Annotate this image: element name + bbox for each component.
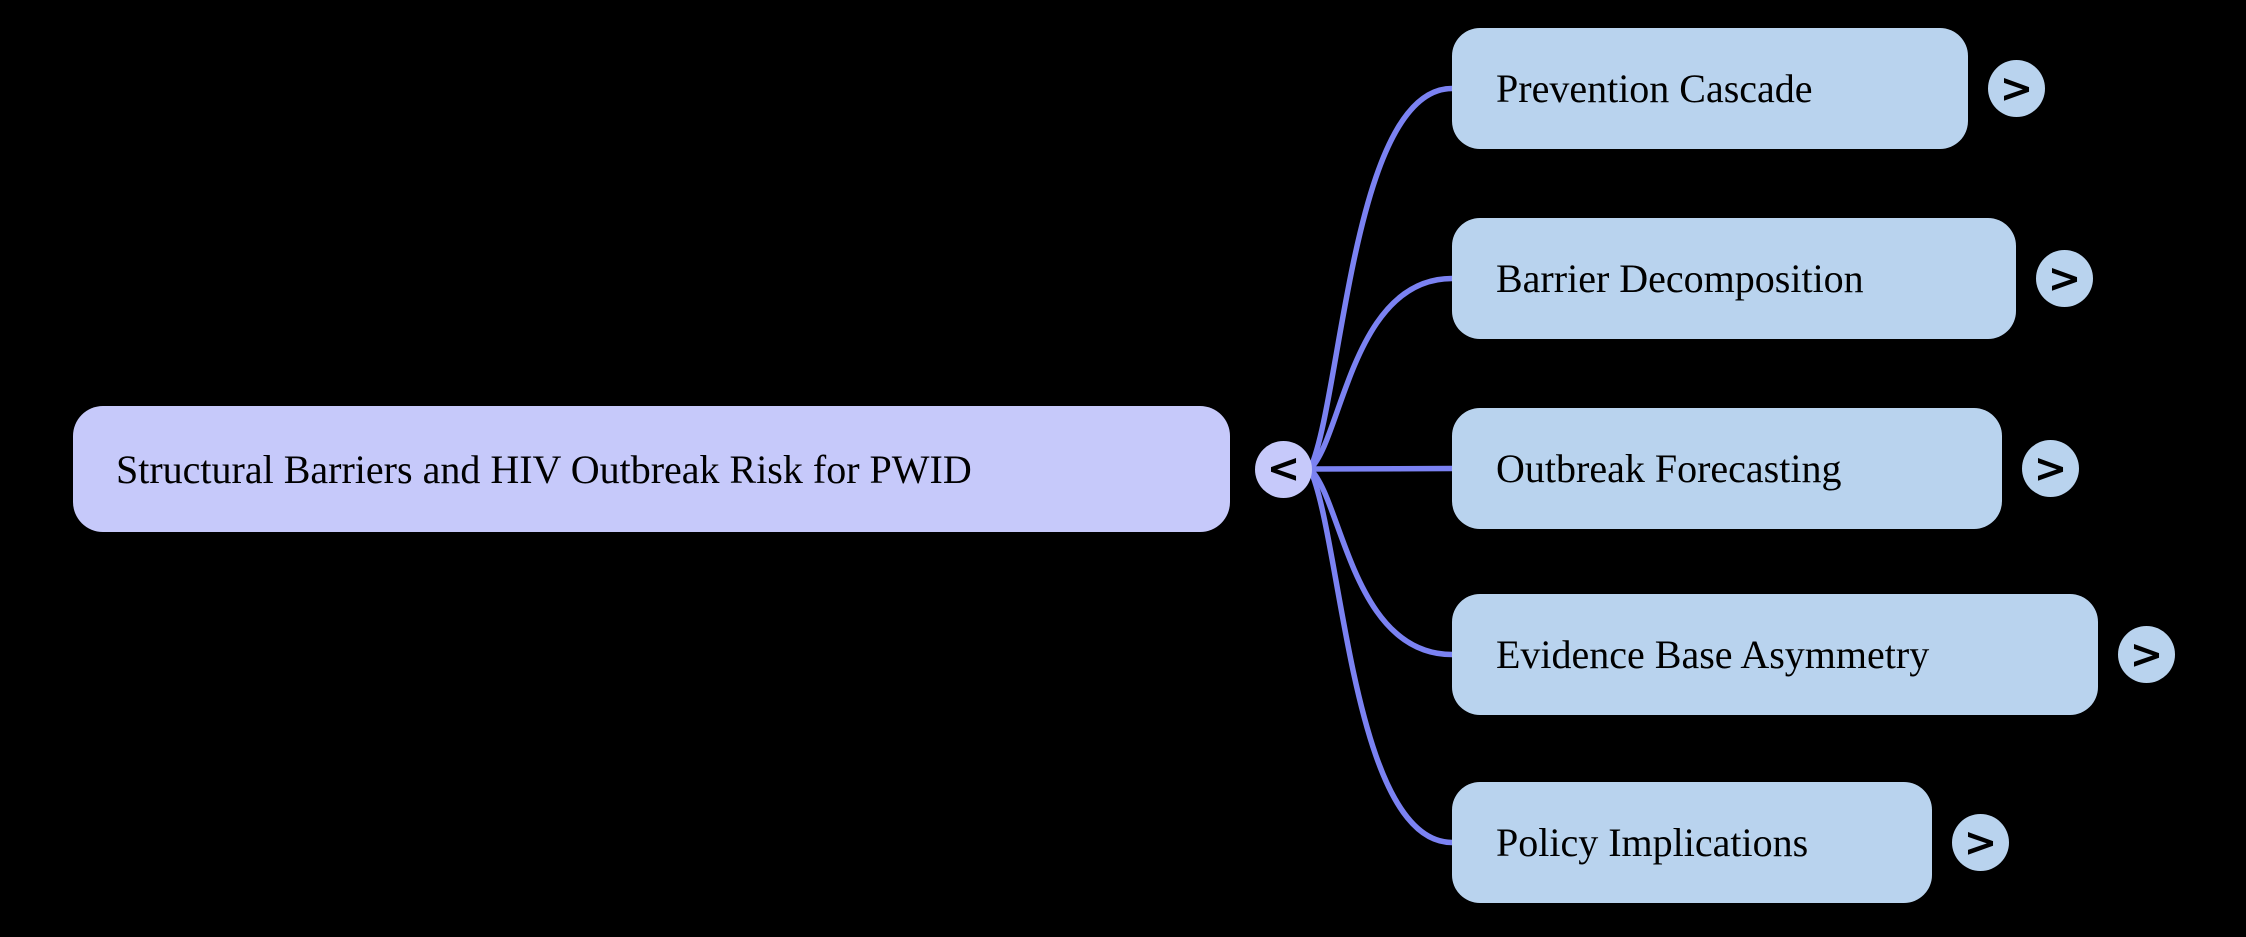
link-policy-implications bbox=[1307, 466, 1455, 846]
expand-button-policy-implications[interactable]: > bbox=[1952, 814, 2009, 871]
node-barrier-decomposition[interactable]: Barrier Decomposition bbox=[1452, 218, 2016, 339]
link-barrier-decomposition bbox=[1307, 275, 1455, 472]
node-label: Outbreak Forecasting bbox=[1496, 446, 1842, 491]
expand-button-prevention-cascade[interactable]: > bbox=[1988, 60, 2045, 117]
node-label: Evidence Base Asymmetry bbox=[1496, 632, 1930, 677]
branch-outbreak-forecasting: Outbreak Forecasting > bbox=[1452, 408, 2079, 529]
expand-button-barrier-decomposition[interactable]: > bbox=[2036, 250, 2093, 307]
branch-policy-implications: Policy Implications > bbox=[1452, 782, 2009, 903]
branch-evidence-base-asymmetry: Evidence Base Asymmetry > bbox=[1452, 594, 2175, 715]
node-policy-implications[interactable]: Policy Implications bbox=[1452, 782, 1932, 903]
root-node-label: Structural Barriers and HIV Outbreak Ris… bbox=[116, 446, 972, 492]
node-prevention-cascade[interactable]: Prevention Cascade bbox=[1452, 28, 1968, 149]
link-evidence-base-asymmetry bbox=[1307, 466, 1455, 658]
expand-button-evidence-base-asymmetry[interactable]: > bbox=[2118, 626, 2175, 683]
link-outbreak-forecasting bbox=[1307, 465, 1455, 472]
node-label: Prevention Cascade bbox=[1496, 66, 1813, 111]
root-node[interactable]: Structural Barriers and HIV Outbreak Ris… bbox=[73, 406, 1230, 532]
node-label: Barrier Decomposition bbox=[1496, 256, 1864, 301]
expand-button-outbreak-forecasting[interactable]: > bbox=[2022, 440, 2079, 497]
node-evidence-base-asymmetry[interactable]: Evidence Base Asymmetry bbox=[1452, 594, 2098, 715]
node-label: Policy Implications bbox=[1496, 820, 1809, 865]
collapse-root-button[interactable]: < bbox=[1255, 440, 1312, 498]
link-prevention-cascade bbox=[1307, 85, 1455, 472]
node-outbreak-forecasting[interactable]: Outbreak Forecasting bbox=[1452, 408, 2002, 529]
branch-barrier-decomposition: Barrier Decomposition > bbox=[1452, 218, 2093, 339]
root-branch: Structural Barriers and HIV Outbreak Ris… bbox=[73, 406, 1312, 532]
branch-prevention-cascade: Prevention Cascade > bbox=[1452, 28, 2045, 149]
